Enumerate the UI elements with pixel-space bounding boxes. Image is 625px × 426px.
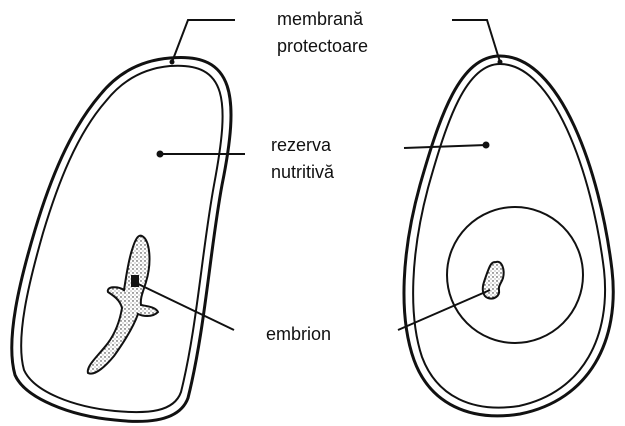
right-seed-inner-ring [447,207,583,343]
left-seed [12,57,231,421]
label-reserve-line2: nutritivă [271,162,335,182]
label-embryo: embrion [266,324,331,344]
leader-reserve-left-dot [157,151,164,158]
label-membrane-line2: protectoare [277,36,368,56]
left-seed-inner-coat [21,66,222,412]
right-seed-outer-coat [404,56,613,416]
leader-membrane-left-dot [170,60,175,65]
left-embryo-core [131,275,139,287]
right-embryo [483,262,504,299]
right-seed [404,56,613,416]
label-membrane-line1: membrană [277,9,364,29]
leader-membrane-right-dot [498,60,503,65]
labels: membrană protectoare rezerva nutritivă e… [266,9,368,344]
label-reserve-line1: rezerva [271,135,332,155]
leader-reserve-right [404,145,486,148]
left-embryo [88,236,158,374]
leader-reserve-right-dot [483,142,490,149]
leader-membrane-left [172,20,235,62]
leader-embryo-right [398,290,490,330]
left-seed-outer-coat [12,57,231,421]
